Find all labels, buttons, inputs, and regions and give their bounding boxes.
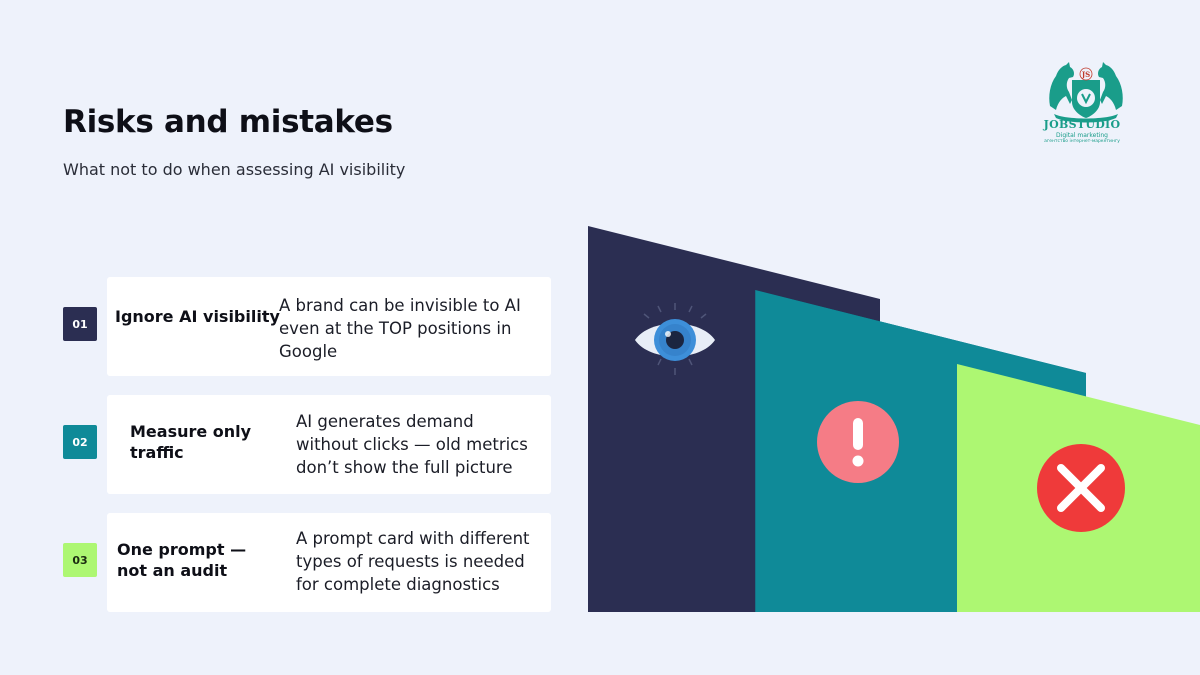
page-title: Risks and mistakes [63, 104, 393, 140]
risk-card-3 [107, 513, 551, 612]
risk-number-badge-2: 02 [63, 425, 97, 459]
logo-caption: агентство інтернет-маркетингу [1044, 139, 1120, 144]
risk-number-badge-1: 01 [63, 307, 97, 341]
risk-description-3: A prompt card with different types of re… [296, 529, 530, 594]
risk-number-badge-3: 03 [63, 543, 97, 577]
exclamation-icon [817, 401, 899, 483]
risk-description-1: A brand can be invisible to AI even at t… [279, 296, 521, 361]
logo-name: JOBSTUDIO [1043, 118, 1121, 131]
logo-tagline: Digital marketing [1056, 132, 1108, 139]
cross-icon [1037, 444, 1125, 532]
risk-title-1: Ignore AI visibility [115, 307, 280, 326]
svg-text:JS: JS [1081, 70, 1090, 79]
risk-description-2: AI generates demand without clicks — old… [296, 412, 528, 477]
jobstudio-logo: JS [1049, 62, 1123, 123]
risk-card-1 [107, 277, 551, 376]
page-subtitle: What not to do when assessing AI visibil… [63, 160, 406, 179]
eye-icon [635, 303, 715, 375]
risk-card-2 [107, 395, 551, 494]
risk-title-3: One prompt — not an audit [117, 540, 247, 580]
risk-title-2: Measure only traffic [130, 422, 252, 462]
